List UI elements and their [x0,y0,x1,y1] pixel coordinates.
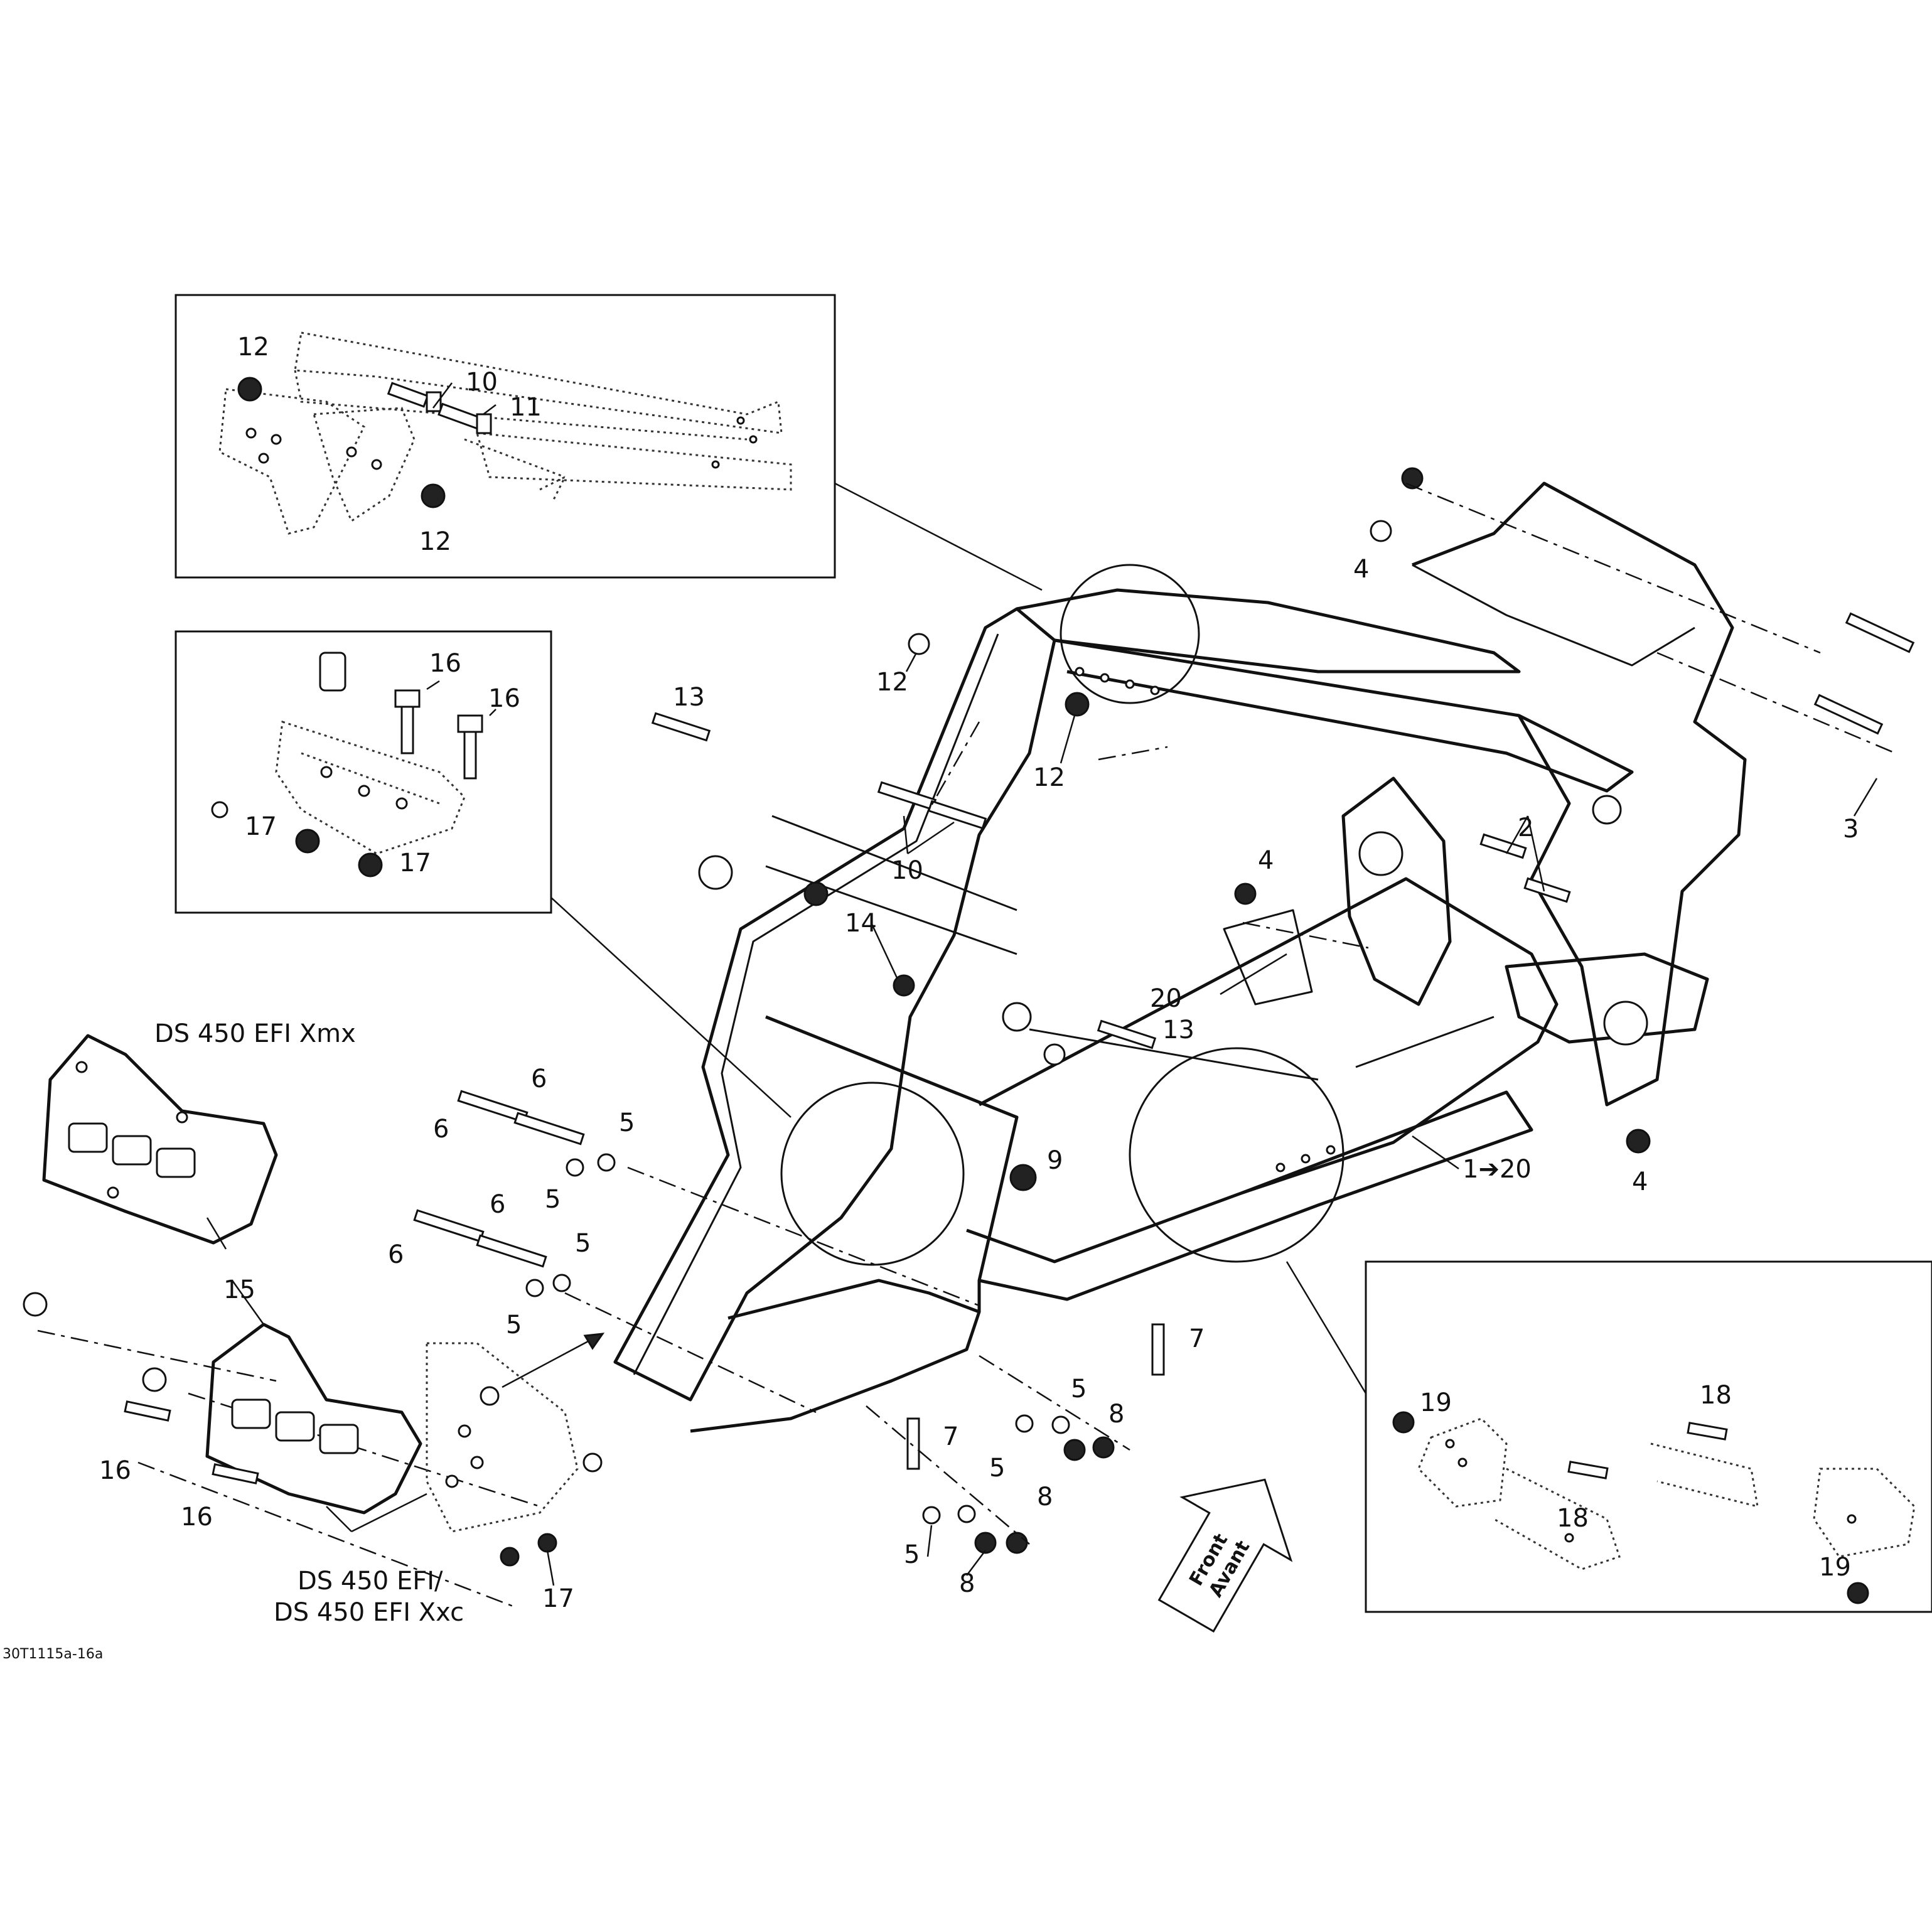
variant-label-xmx: DS 450 EFI Xmx [154,1019,356,1048]
callout-8-a: 8 [1108,1400,1124,1429]
inset-box-rear-subframe [174,294,836,579]
inset-leader-1 [834,482,1043,591]
callout-16-b: 16 [488,684,520,713]
callout-10-inset: 10 [466,368,498,397]
callout-20: 20 [1150,984,1182,1013]
callout-12-frame-b: 12 [1033,763,1065,792]
callout-11: 11 [510,393,542,422]
callout-10-frame: 10 [891,856,923,885]
callout-17-a: 17 [245,812,277,841]
callout-16-c: 16 [99,1456,131,1485]
install-arrow [502,1336,597,1388]
callout-13-a: 13 [673,683,705,712]
callout-7-b: 7 [943,1422,958,1451]
guard-hardware [23,1292,603,1567]
inset-box-footpeg-mount [1365,1260,1932,1613]
skid-plate-efi [205,1323,579,1533]
inset-leader-3 [1285,1261,1367,1394]
callout-13-b: 13 [1162,1016,1194,1044]
inset-box-footpeg-bracket [174,630,552,914]
callout-16-d: 16 [181,1503,213,1532]
callout-6-c: 6 [490,1190,505,1219]
skid-plate-xmx [42,1034,278,1245]
callout-5-d: 5 [506,1311,522,1339]
variant-label-efi-line1: DS 450 EFI/ [298,1567,443,1596]
inset-footpeg-mount-drawing [1392,1411,1916,1604]
callout-5-c: 5 [575,1229,591,1258]
callout-5-f: 5 [989,1454,1005,1483]
inset-leader-2 [550,897,792,1118]
callout-5-g: 5 [904,1540,920,1569]
inset-rear-subframe-drawing [218,331,792,535]
main-frame-drawing [613,481,1747,1433]
callout-12-top: 12 [237,333,269,362]
callout-7-a: 7 [1189,1324,1205,1353]
callout-5-e: 5 [1071,1375,1087,1403]
variant-label-efi-line2: DS 450 EFI Xxc [274,1598,464,1627]
callout-4-right: 4 [1632,1167,1648,1196]
inset-footpeg-bracket-drawing [211,652,483,877]
callout-8-b: 8 [1037,1483,1053,1511]
drawing-code: 30T1115a-16a [3,1646,103,1662]
callout-5-a: 5 [619,1108,635,1137]
callout-8-c: 8 [959,1569,975,1598]
callout-17-b: 17 [399,849,431,877]
callout-6-b: 6 [433,1115,449,1144]
callout-18-a: 18 [1700,1381,1732,1410]
callout-16-a: 16 [429,649,461,678]
callout-19-a: 19 [1420,1388,1452,1417]
front-direction-arrow: Front Avant [1157,1478,1293,1633]
callout-1-to-20: 1➔20 [1462,1155,1532,1184]
callout-5-b: 5 [545,1185,561,1214]
callout-labels: 12 10 11 12 16 16 17 17 4 12 12 13 10 3 … [99,333,1859,1613]
callout-9: 9 [1047,1146,1063,1175]
callout-leaders [206,652,1878,1586]
callout-12-bottom: 12 [419,527,451,556]
callout-12-frame-a: 12 [876,668,908,697]
callout-19-b: 19 [1819,1553,1851,1582]
callout-3: 3 [1843,815,1859,844]
callout-18-b: 18 [1557,1504,1589,1533]
callout-17-c: 17 [542,1584,574,1613]
callout-4-mid: 4 [1258,846,1274,875]
callout-6-d: 6 [388,1240,404,1269]
main-frame-hardware [413,467,1915,1554]
assembly-lines [37,482,1896,1608]
callout-4-top: 4 [1353,555,1369,584]
callout-6-a: 6 [531,1065,547,1093]
